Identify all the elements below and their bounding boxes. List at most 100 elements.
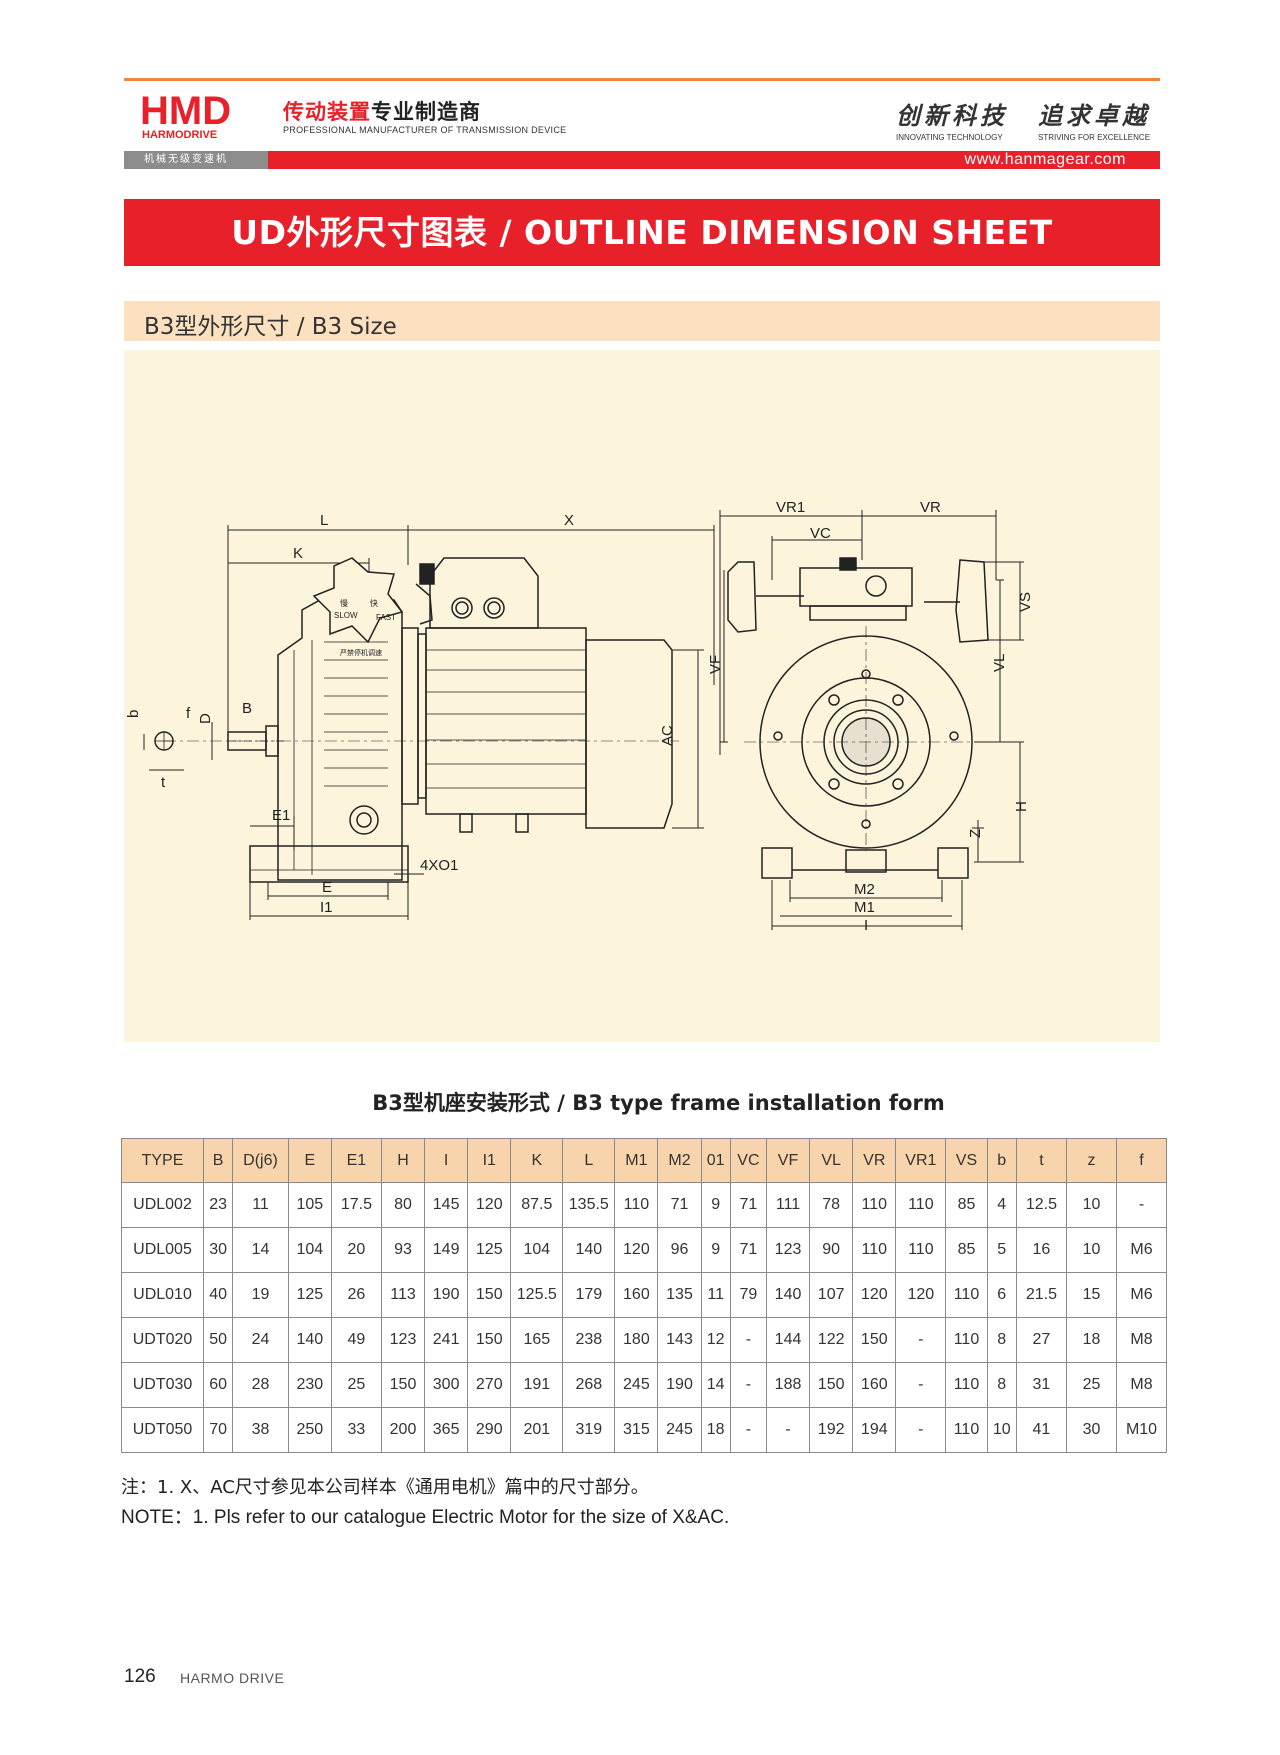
website-link[interactable]: www.hanmagear.com — [964, 151, 1126, 168]
section-heading-text: B3型外形尺寸 / B3 Size — [144, 314, 397, 340]
website-bar: www.hanmagear.com — [268, 151, 1160, 169]
table-cell: - — [895, 1362, 947, 1408]
table-cell: 20 — [330, 1227, 382, 1273]
table-cell: 160 — [614, 1272, 659, 1318]
table-cell: 28 — [232, 1362, 289, 1408]
table-cell: 245 — [657, 1407, 702, 1453]
table-cell: 315 — [614, 1407, 659, 1453]
table-cell: 14 — [700, 1362, 731, 1408]
col-header: VS — [945, 1138, 988, 1183]
col-header: t — [1015, 1138, 1068, 1183]
lock-lever — [415, 563, 435, 625]
dim-label-L: L — [320, 512, 328, 529]
table-cell: 93 — [380, 1227, 426, 1273]
col-header: E1 — [330, 1138, 382, 1183]
col-header: b — [986, 1138, 1017, 1183]
table-cell: 201 — [510, 1407, 564, 1453]
table-cell: 11 — [700, 1272, 731, 1318]
col-header: E — [287, 1138, 332, 1183]
table-cell: 113 — [380, 1272, 426, 1318]
slogan-innovating-cn: 创新科技 — [896, 101, 1008, 130]
table-cell: 365 — [424, 1407, 469, 1453]
table-cell: 110 — [614, 1182, 659, 1228]
table-cell: 85 — [945, 1182, 988, 1228]
table-cell: 192 — [809, 1407, 854, 1453]
dim-AC — [672, 649, 704, 829]
speed-knob: SLOW FAST 慢 快 严禁停机调速 — [312, 557, 404, 657]
slogan-striving: 追求卓越 STRIVING FOR EXCELLENCE — [1038, 96, 1150, 142]
table-cell: 110 — [945, 1272, 988, 1318]
dim-label-M2: M2 — [854, 881, 875, 898]
top-orange-rule — [124, 78, 1160, 81]
logo-letters: HMD — [140, 89, 231, 133]
dim-label-E1: E1 — [272, 807, 290, 824]
table-cell: 135 — [657, 1272, 702, 1318]
type-cell: UDL010 — [121, 1272, 204, 1318]
table-cell: 87.5 — [510, 1182, 564, 1228]
dim-label-VS: VS — [1017, 592, 1034, 612]
table-cell: 104 — [287, 1227, 332, 1273]
table-cell: 105 — [287, 1182, 332, 1228]
knob-slow-label: SLOW — [334, 611, 358, 620]
table-cell: 18 — [700, 1407, 731, 1453]
dim-label-H: H — [1013, 801, 1030, 812]
table-cell: 96 — [657, 1227, 702, 1273]
table-cell: 30 — [202, 1227, 234, 1273]
table-cell: M6 — [1116, 1272, 1167, 1318]
knob-fast-label: FAST — [376, 613, 396, 622]
table-cell: 5 — [986, 1227, 1017, 1273]
type-cell: UDT020 — [121, 1317, 204, 1363]
table-cell: - — [765, 1407, 811, 1453]
type-cell: UDT050 — [121, 1407, 204, 1453]
terminal-box — [429, 557, 539, 629]
footer-brand: HARMO DRIVE — [180, 1670, 285, 1686]
table-cell: 143 — [657, 1317, 702, 1363]
dim-label-holes: 4XO1 — [420, 857, 458, 874]
slogan-innovating: 创新科技 INNOVATING TECHNOLOGY — [896, 96, 1008, 142]
table-cell: 21.5 — [1015, 1272, 1068, 1318]
front-base — [761, 847, 969, 930]
category-bar: 机械无级变速机 — [124, 151, 268, 169]
table-cell: 25 — [1066, 1362, 1117, 1408]
table-cell: 8 — [986, 1362, 1017, 1408]
col-header: VR — [852, 1138, 897, 1183]
col-header: D(j6) — [232, 1138, 289, 1183]
table-cell: - — [1116, 1182, 1167, 1228]
table-cell: 71 — [657, 1182, 702, 1228]
table-cell: 18 — [1066, 1317, 1117, 1363]
slogan-striving-en: STRIVING FOR EXCELLENCE — [1038, 133, 1151, 142]
col-header: TYPE — [121, 1138, 204, 1183]
knob-cn-slow: 慢 — [340, 598, 348, 608]
table-cell: M10 — [1116, 1407, 1167, 1453]
table-cell: 144 — [765, 1317, 811, 1363]
table-cell: 125 — [467, 1227, 512, 1273]
dim-label-X: X — [564, 512, 574, 529]
table-cell: 122 — [809, 1317, 854, 1363]
table-cell: 110 — [852, 1182, 897, 1228]
section-heading: B3型外形尺寸 / B3 Size — [124, 301, 1160, 341]
table-cell: 110 — [895, 1227, 947, 1273]
table-cell: 14 — [232, 1227, 289, 1273]
dim-label-I1: I1 — [320, 899, 333, 916]
hmd-logo: HMD HARMODRIVE — [140, 89, 231, 140]
table-cell: 50 — [202, 1317, 234, 1363]
table-cell: - — [729, 1362, 767, 1408]
table-cell: 245 — [614, 1362, 659, 1408]
dim-label-t: t — [161, 774, 166, 791]
slogan-innovating-en: INNOVATING TECHNOLOGY — [896, 133, 1003, 142]
table-cell: 110 — [852, 1227, 897, 1273]
table-cell: 9 — [700, 1227, 731, 1273]
dim-top-front — [719, 510, 997, 755]
table-cell: 31 — [1015, 1362, 1068, 1408]
col-header: H — [380, 1138, 426, 1183]
table-cell: 120 — [467, 1182, 512, 1228]
table-cell: 110 — [945, 1317, 988, 1363]
dim-label-B: B — [242, 700, 252, 717]
motor-end-face — [744, 626, 988, 850]
table-cell: 23 — [202, 1182, 234, 1228]
table-cell: 120 — [614, 1227, 659, 1273]
dim-label-VR: VR — [920, 499, 941, 516]
